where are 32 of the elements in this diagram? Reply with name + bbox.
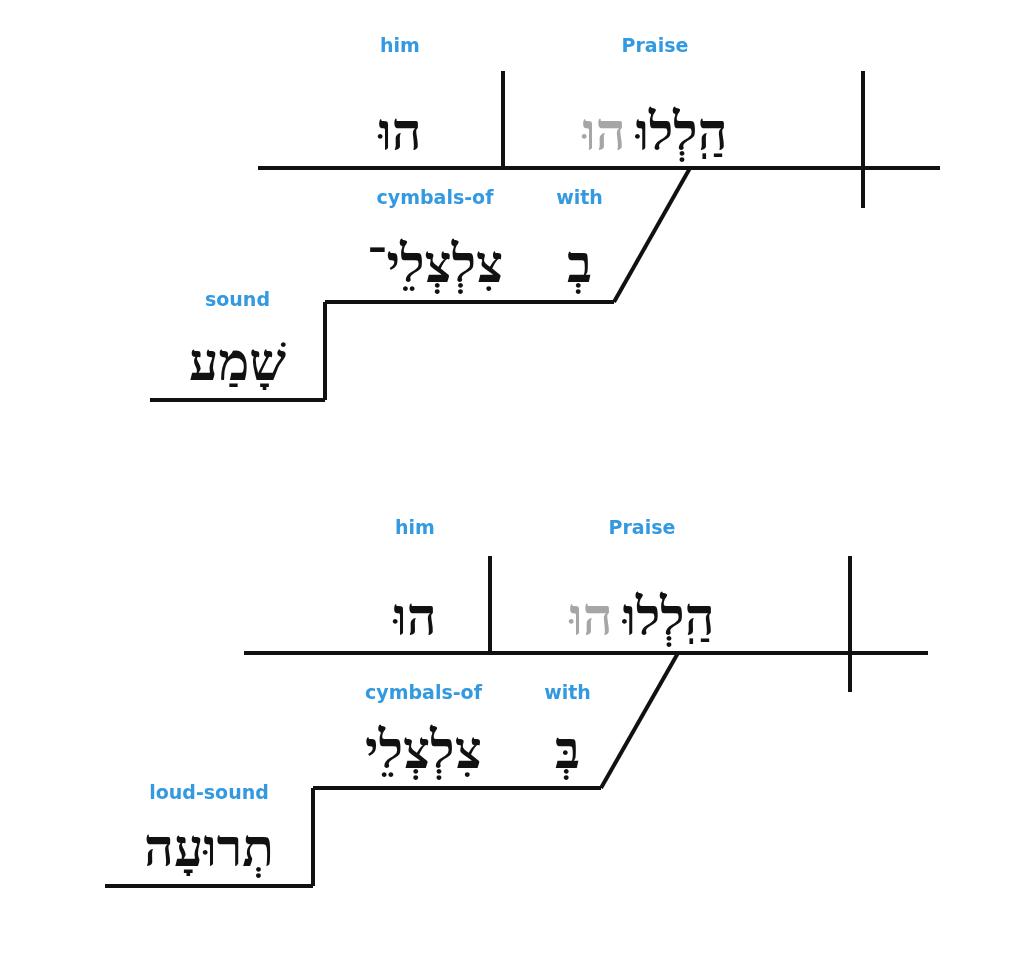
english-gloss: him xyxy=(380,34,420,57)
hebrew-word: הוּ xyxy=(393,587,437,648)
english-gloss: him xyxy=(395,516,435,539)
hebrew-word: בְּ xyxy=(554,720,581,782)
english-gloss: sound xyxy=(205,288,270,311)
word-slot-line xyxy=(545,186,614,304)
connector-line xyxy=(323,300,327,400)
hebrew-word: הוּ xyxy=(378,102,422,163)
english-gloss: Praise xyxy=(608,516,676,539)
hebrew-word: הַֽלְלוּ xyxy=(635,102,728,164)
hebrew-word: צִלְצְלֵי xyxy=(365,720,482,782)
hebrew-word: הַֽלְלוּ xyxy=(622,587,715,649)
hebrew-word: בְ xyxy=(566,234,593,296)
hebrew-word: תְרוּעָה xyxy=(144,818,274,880)
connector-line xyxy=(599,652,680,789)
english-gloss: with xyxy=(556,186,603,209)
word-slot-line xyxy=(105,781,313,888)
word-slot-line xyxy=(313,681,534,790)
implied-hebrew-word: הוּ xyxy=(582,102,626,163)
english-gloss: with xyxy=(544,681,591,704)
implied-hebrew-word: הוּ xyxy=(569,587,613,648)
word-slot-line xyxy=(325,186,545,304)
connector-line xyxy=(612,167,692,303)
hebrew-word: שָׁמַע xyxy=(188,332,287,393)
hebrew-word: צִלְצְלֵי־ xyxy=(366,234,504,296)
english-gloss: cymbals-of xyxy=(365,681,482,704)
word-slot-line xyxy=(150,288,325,402)
connector-line xyxy=(311,786,315,886)
english-gloss: Praise xyxy=(621,34,689,57)
word-slot-line xyxy=(534,681,601,790)
english-gloss: loud-sound xyxy=(149,781,269,804)
english-gloss: cymbals-of xyxy=(376,186,494,209)
